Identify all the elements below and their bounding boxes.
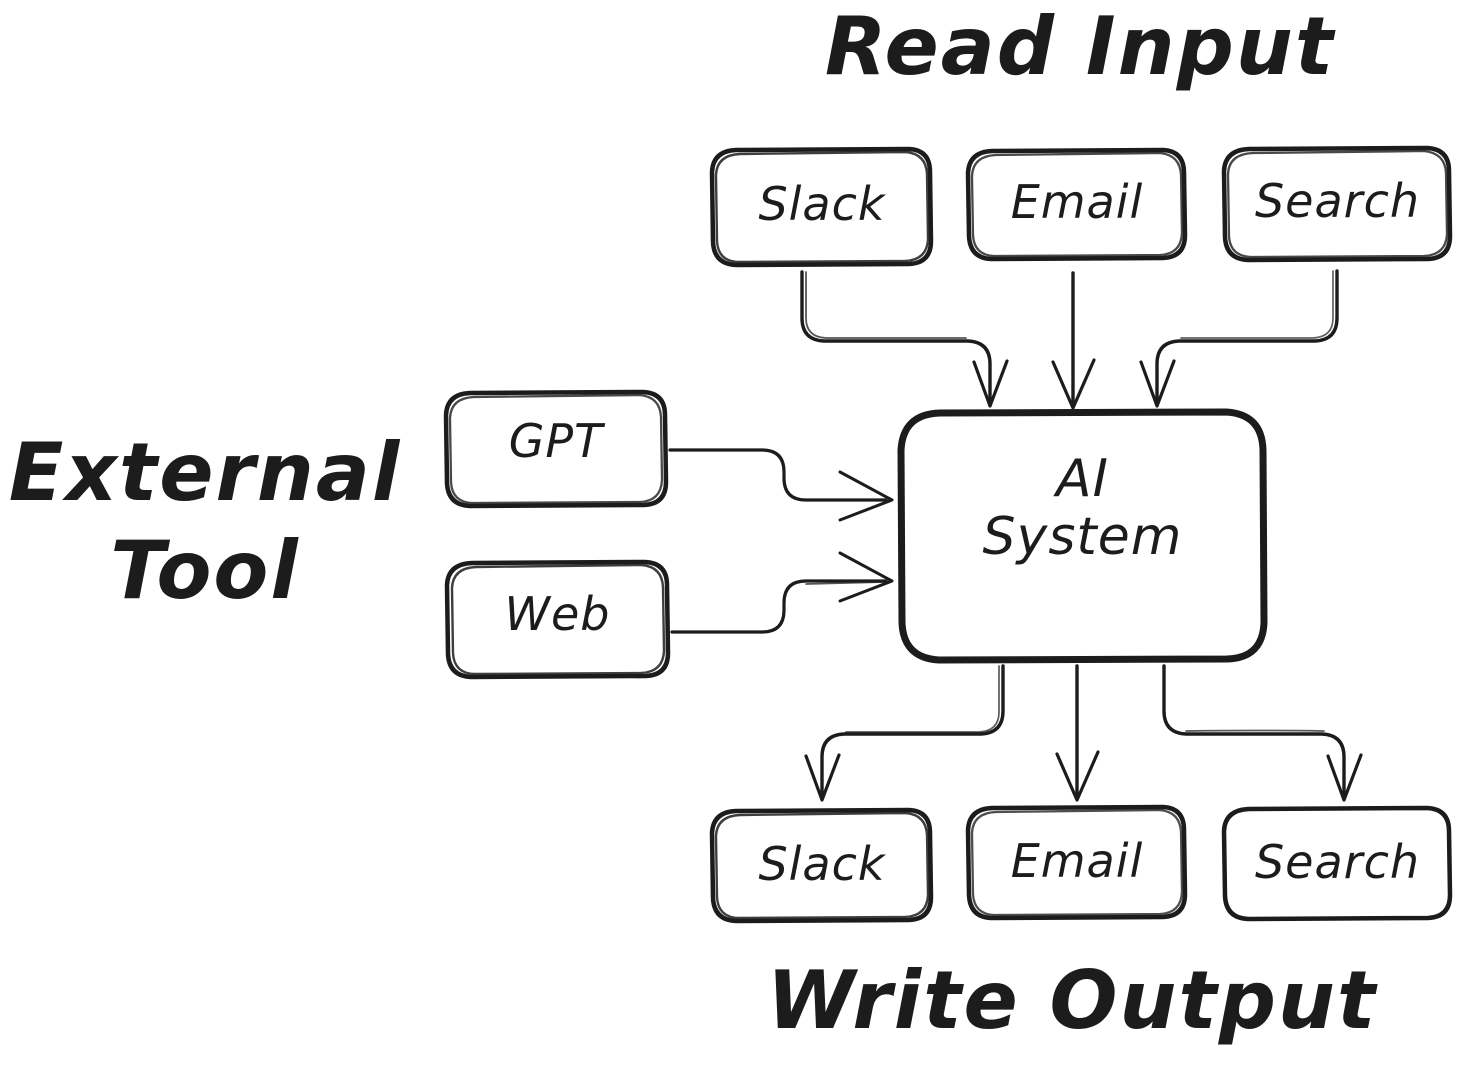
tool-web-node[interactable] bbox=[447, 562, 669, 677]
edge-ai-system-to-output-slack bbox=[804, 664, 1005, 802]
output-email-node[interactable] bbox=[968, 807, 1186, 919]
output-search-box-outline bbox=[1221, 805, 1453, 922]
input-email-box-outline bbox=[965, 147, 1188, 262]
output-search-node[interactable] bbox=[1224, 808, 1451, 920]
input-search-node[interactable] bbox=[1224, 148, 1451, 261]
output-slack-node[interactable] bbox=[712, 809, 932, 922]
edge-gpt-to-ai-system bbox=[668, 448, 894, 522]
edge-ai-system-to-output-email bbox=[1055, 664, 1100, 802]
input-search-box-outline bbox=[1221, 145, 1453, 263]
input-slack-box-outline bbox=[709, 146, 934, 268]
tool-gpt-box-outline bbox=[443, 389, 669, 509]
tool-web-box-outline bbox=[444, 559, 671, 680]
tool-gpt-node[interactable] bbox=[446, 392, 667, 506]
edge-input-search-to-ai-system bbox=[1139, 269, 1339, 408]
edge-web-to-ai-system bbox=[670, 551, 894, 634]
ai-system-box-outline bbox=[897, 408, 1268, 664]
edge-input-email-to-ai-system bbox=[1051, 271, 1096, 410]
input-slack-node[interactable] bbox=[712, 148, 932, 266]
edge-input-slack-to-ai-system bbox=[800, 270, 1009, 408]
ai-system-node[interactable] bbox=[901, 412, 1265, 661]
input-email-node[interactable] bbox=[968, 150, 1186, 260]
edge-ai-system-to-output-search bbox=[1162, 664, 1363, 802]
output-email-box-outline bbox=[965, 804, 1188, 921]
output-slack-box-outline bbox=[709, 807, 934, 924]
